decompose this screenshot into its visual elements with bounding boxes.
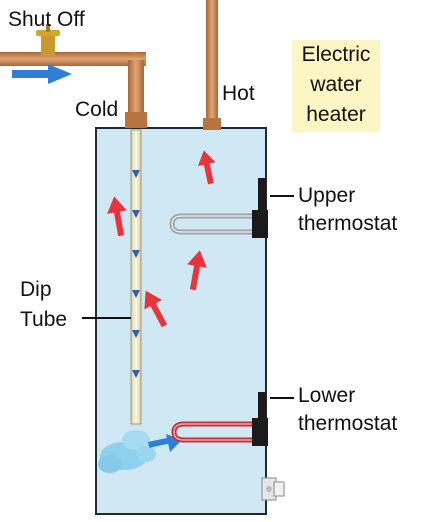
shutoff-valve-icon	[36, 24, 60, 56]
upper-thermostat-label-line-1: Upper	[298, 184, 356, 207]
hot-arrow	[197, 150, 216, 185]
lower-thermostat-label-line-1: Lower	[298, 384, 356, 407]
title-line-2: water	[310, 73, 362, 96]
title-line-1: Electric	[301, 43, 371, 66]
hot-arrow	[144, 290, 168, 328]
dip-tube-label-line-1: Dip	[20, 278, 52, 301]
title-box: Electric water heater	[292, 40, 380, 132]
hot-arrow	[107, 196, 127, 237]
dip-tube-label-line-2: Tube	[20, 308, 68, 331]
hot-convection-arrows	[107, 150, 216, 328]
hot-label: Hot	[222, 82, 255, 105]
drain-valve-icon	[261, 477, 285, 501]
upper-heating-element	[169, 213, 252, 235]
cold-inflow-arrow	[12, 64, 72, 84]
lower-heating-element	[171, 421, 252, 443]
upper-thermostat	[252, 178, 268, 238]
dip-tube	[130, 129, 142, 425]
lower-thermostat-label-line-2: thermostat	[298, 412, 398, 435]
cold-label: Cold	[75, 98, 119, 121]
cold-inlet-pipe	[0, 52, 147, 128]
water-splash	[98, 430, 156, 473]
hot-arrow	[187, 250, 207, 291]
title-line-3: heater	[306, 103, 366, 126]
upper-thermostat-label-line-2: thermostat	[298, 212, 398, 235]
lower-thermostat	[252, 392, 268, 446]
hot-outlet-pipe	[203, 0, 221, 130]
shut-off-label: Shut Off	[8, 8, 85, 31]
